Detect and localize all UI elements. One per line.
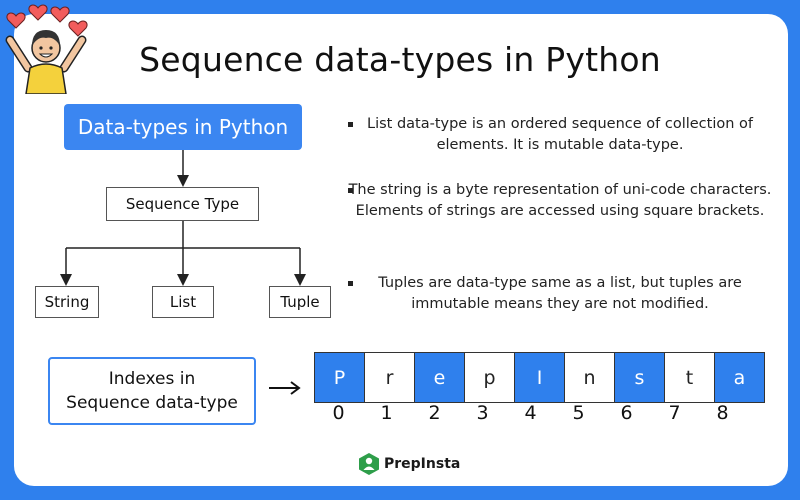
string-type-box: String (35, 286, 99, 318)
index-number: 0 (332, 402, 345, 424)
bullet-text: List data-type is an ordered sequence of… (366, 116, 754, 153)
sequence-cell: t (664, 352, 715, 403)
sequence-cell: n (564, 352, 615, 403)
sequence-cell: r (364, 352, 415, 403)
tuple-type-box: Tuple (269, 286, 331, 318)
celebrating-person-icon (5, 4, 88, 94)
sequence-cell: e (414, 352, 465, 403)
sequence-cells: P r e p I n s t a (314, 352, 765, 403)
bullet-tuple: Tuples are data-type same as a list, but… (340, 273, 780, 315)
bullet-text: Tuples are data-type same as a list, but… (378, 275, 742, 312)
index-number: 2 (428, 402, 441, 424)
index-number: 6 (620, 402, 633, 424)
sequence-cell: p (464, 352, 515, 403)
prepinsta-brand: PrepInsta (358, 452, 460, 476)
indexes-label-line2: Sequence data-type (66, 393, 238, 413)
bullet-dot-icon (348, 281, 353, 286)
indexes-label-line1: Indexes in (108, 369, 196, 389)
sequence-cell: I (514, 352, 565, 403)
index-number: 4 (524, 402, 537, 424)
brand-name: PrepInsta (384, 456, 461, 472)
prepinsta-logo-icon (359, 453, 379, 475)
index-number: 7 (668, 402, 681, 424)
indexes-label-box: Indexes in Sequence data-type (48, 357, 256, 425)
sequence-cell: P (314, 352, 365, 403)
index-numbers: 0 1 2 3 4 5 6 7 8 (315, 402, 747, 424)
sequence-type-box: Sequence Type (106, 187, 259, 221)
heart-icon (28, 4, 48, 21)
index-number: 1 (380, 402, 393, 424)
index-number: 5 (572, 402, 585, 424)
bullet-list: List data-type is an ordered sequence of… (340, 114, 780, 156)
page-title: Sequence data-types in Python (139, 40, 661, 79)
list-type-box: List (152, 286, 214, 318)
heart-icon (6, 12, 26, 29)
index-number: 8 (716, 402, 729, 424)
sequence-cell: s (614, 352, 665, 403)
bullet-dot-icon (348, 122, 353, 127)
index-number: 3 (476, 402, 489, 424)
sequence-cell: a (714, 352, 765, 403)
bullet-string: The string is a byte representation of u… (340, 180, 780, 222)
bullet-dot-icon (348, 188, 353, 193)
datatypes-root-box: Data-types in Python (64, 104, 302, 150)
right-arrow-icon (269, 381, 301, 395)
heart-icon (50, 6, 70, 23)
bullet-text: The string is a byte representation of u… (348, 182, 772, 219)
heart-icon (68, 20, 88, 37)
